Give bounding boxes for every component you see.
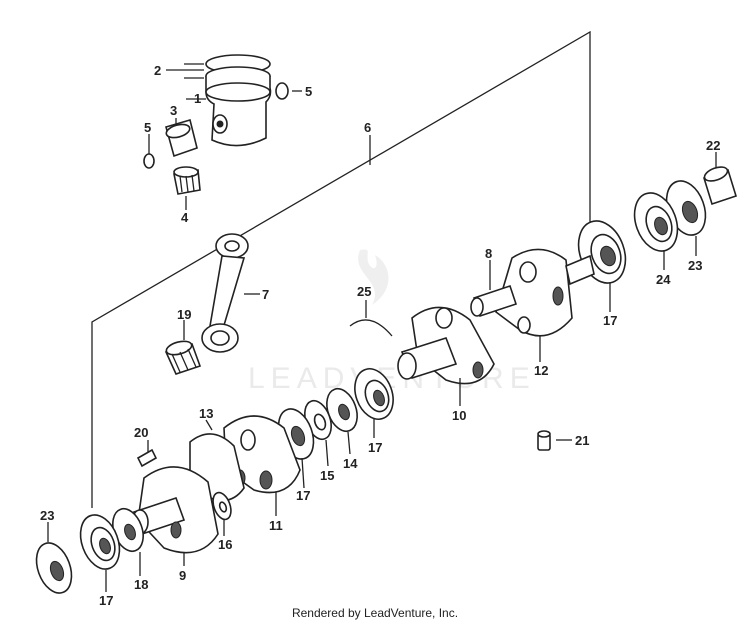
callout-17-inner: 17: [296, 488, 310, 503]
callout-25: 25: [357, 284, 371, 299]
seal-22: [703, 166, 737, 206]
circlip-right: [275, 82, 289, 100]
small-end-bearing: [173, 166, 201, 195]
callout-17-right: 17: [603, 313, 617, 328]
watermark: LEADVENTURE: [248, 249, 530, 395]
pin-20: [136, 448, 158, 468]
crankpin-8: [470, 284, 518, 318]
callout-8: 8: [485, 246, 492, 261]
callout-2: 2: [154, 63, 161, 78]
bearing-17-mid: [354, 368, 394, 420]
callout-23-right: 23: [688, 258, 702, 273]
dowel-21: [537, 430, 551, 451]
washer-23-left: [35, 542, 73, 594]
callouts: 1 2 3 4 5 5 6 7 8 9 10 11 12 13 14 15 16…: [40, 63, 720, 608]
callout-7: 7: [262, 287, 269, 302]
flywheel-12: [495, 248, 595, 337]
crank-web-10: [397, 306, 495, 385]
piston: [205, 54, 272, 147]
callout-17-mid: 17: [368, 440, 382, 455]
big-end-bearing: [164, 340, 202, 375]
connecting-rod: [201, 233, 249, 353]
bearing-18: [112, 507, 144, 553]
callout-4: 4: [181, 210, 189, 225]
bearing-17-left: [79, 514, 121, 570]
washer-16: [212, 491, 232, 521]
footer-credit: Rendered by LeadVenture, Inc.: [291, 606, 459, 620]
callout-5-right: 5: [305, 84, 312, 99]
clip-25: [349, 319, 393, 337]
washer-14: [326, 387, 358, 433]
callout-12: 12: [534, 363, 548, 378]
crank-web-11: [223, 415, 301, 494]
callout-10: 10: [452, 408, 466, 423]
callout-16: 16: [218, 537, 232, 552]
callout-11: 11: [269, 518, 283, 533]
callout-15: 15: [320, 468, 334, 483]
callout-18: 18: [134, 577, 148, 592]
callout-23-left: 23: [40, 508, 54, 523]
callout-22: 22: [706, 138, 720, 153]
callout-20: 20: [134, 425, 148, 440]
callout-14: 14: [343, 456, 358, 471]
callout-21: 21: [575, 433, 589, 448]
callout-24: 24: [656, 272, 671, 287]
piston-pin: [165, 118, 198, 158]
callout-5-left: 5: [144, 120, 151, 135]
leader-lines: [47, 63, 717, 592]
circlip-left: [143, 153, 155, 169]
callout-6: 6: [364, 120, 371, 135]
callout-13: 13: [199, 406, 213, 421]
callout-17-left: 17: [99, 593, 113, 608]
callout-1: 1: [194, 91, 201, 106]
crank-half-9: [131, 466, 219, 554]
bracket-6: [91, 30, 591, 508]
callout-3: 3: [170, 103, 177, 118]
bearing-24: [633, 192, 679, 252]
callout-9: 9: [179, 568, 186, 583]
callout-19: 19: [177, 307, 191, 322]
